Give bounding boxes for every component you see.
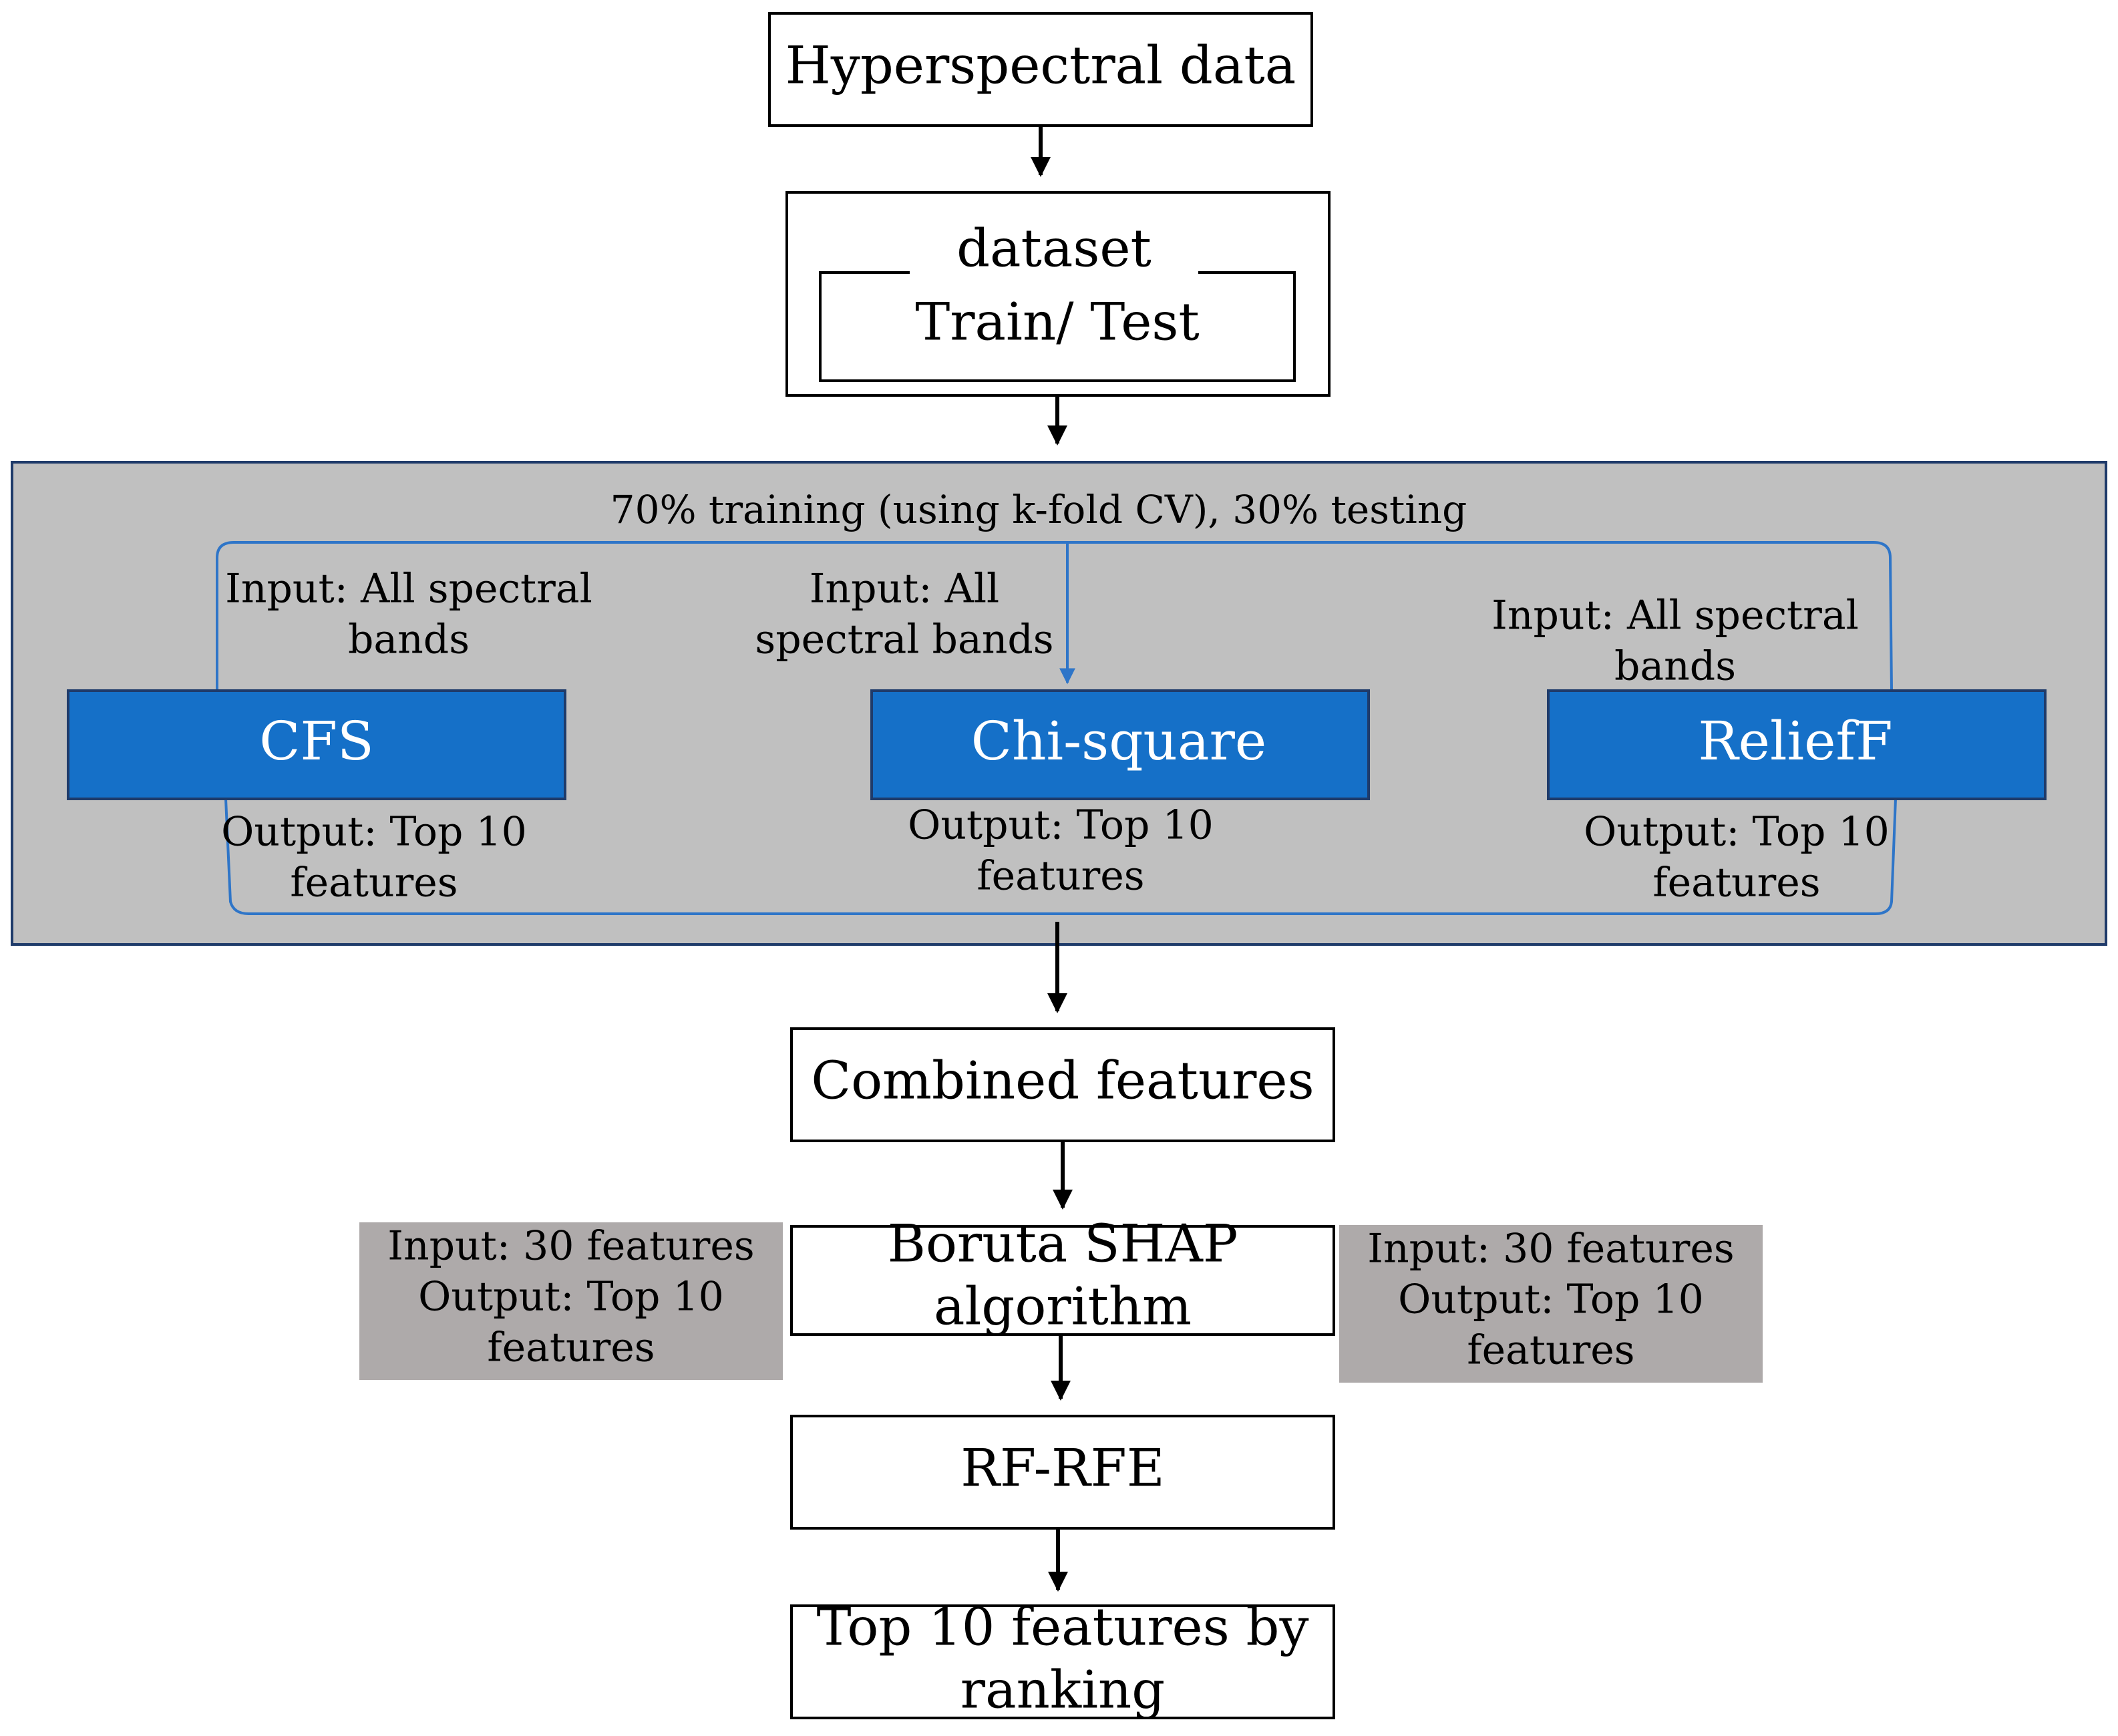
boruta-note-left-line-3: features bbox=[487, 1325, 655, 1371]
rf-rfe-label: RF-RFE bbox=[960, 1439, 1165, 1499]
relieff-label: ReliefF bbox=[1698, 710, 1892, 772]
chi-square-output-line-2: features bbox=[977, 853, 1144, 900]
cfs-output-line-2: features bbox=[290, 860, 458, 906]
boruta-note-left: Input: 30 features Output: Top 10 featur… bbox=[359, 1222, 783, 1380]
cfs-label: CFS bbox=[259, 710, 374, 772]
method-connector-outline bbox=[216, 541, 1897, 915]
hyperspectral-data-node: Hyperspectral data bbox=[768, 12, 1313, 127]
boruta-note-right-line-1: Input: 30 features bbox=[1367, 1226, 1734, 1272]
relieff-input-line-2: bands bbox=[1614, 643, 1736, 690]
boruta-shap-node: Boruta SHAP algorithm bbox=[790, 1214, 1335, 1337]
boruta-note-right-line-2: Output: Top 10 bbox=[1398, 1276, 1704, 1323]
chi-square-input-line-2: spectral bands bbox=[755, 617, 1053, 663]
chi-square-output-line-1: Output: Top 10 bbox=[908, 802, 1214, 849]
top-10-label-line-2: ranking bbox=[960, 1661, 1165, 1721]
relieff-box bbox=[1547, 689, 2047, 800]
hyperspectral-data-label: Hyperspectral data bbox=[785, 36, 1296, 96]
boruta-note-left-line-1: Input: 30 features bbox=[387, 1223, 754, 1270]
cfs-box bbox=[67, 689, 566, 800]
combined-features-node: Combined features bbox=[790, 1027, 1335, 1142]
feature-selection-panel: 70% training (using k-fold CV), 30% test… bbox=[11, 461, 2107, 946]
chi-square-box bbox=[870, 689, 1370, 800]
cfs-method: Input: All spectral bands CFS Output: To… bbox=[67, 566, 592, 906]
cfs-input-line-1: Input: All spectral bbox=[225, 566, 592, 613]
boruta-label-line-2: algorithm bbox=[934, 1277, 1192, 1337]
boruta-note-right: Input: 30 features Output: Top 10 featur… bbox=[1339, 1225, 1763, 1383]
dataset-node: dataset Train/ Test bbox=[785, 191, 1331, 397]
boruta-note-left-line-2: Output: Top 10 bbox=[418, 1274, 724, 1321]
top-10-features-node: Top 10 features by ranking bbox=[790, 1598, 1335, 1721]
relieff-input-line-1: Input: All spectral bbox=[1491, 592, 1859, 639]
combined-features-label: Combined features bbox=[811, 1051, 1314, 1111]
rf-rfe-node: RF-RFE bbox=[790, 1415, 1335, 1530]
train-test-label: Train/ Test bbox=[915, 293, 1200, 353]
split-label: 70% training (using k-fold CV), 30% test… bbox=[610, 487, 1467, 532]
boruta-label-line-1: Boruta SHAP bbox=[888, 1214, 1238, 1274]
relieff-output-line-2: features bbox=[1652, 860, 1820, 906]
cfs-input-line-2: bands bbox=[348, 617, 470, 663]
relieff-method: Input: All spectral bands ReliefF Output… bbox=[1491, 592, 2047, 906]
chi-square-label: Chi-square bbox=[971, 710, 1266, 772]
boruta-note-right-line-3: features bbox=[1467, 1327, 1634, 1374]
relieff-output-line-1: Output: Top 10 bbox=[1584, 809, 1890, 856]
dataset-label: dataset bbox=[956, 219, 1152, 279]
cfs-output-line-1: Output: Top 10 bbox=[221, 809, 527, 856]
chi-square-method: Input: All spectral bands Chi-square Out… bbox=[755, 566, 1370, 900]
chi-square-input-line-1: Input: All bbox=[810, 566, 1000, 613]
top-10-label-line-1: Top 10 features by bbox=[816, 1598, 1308, 1658]
